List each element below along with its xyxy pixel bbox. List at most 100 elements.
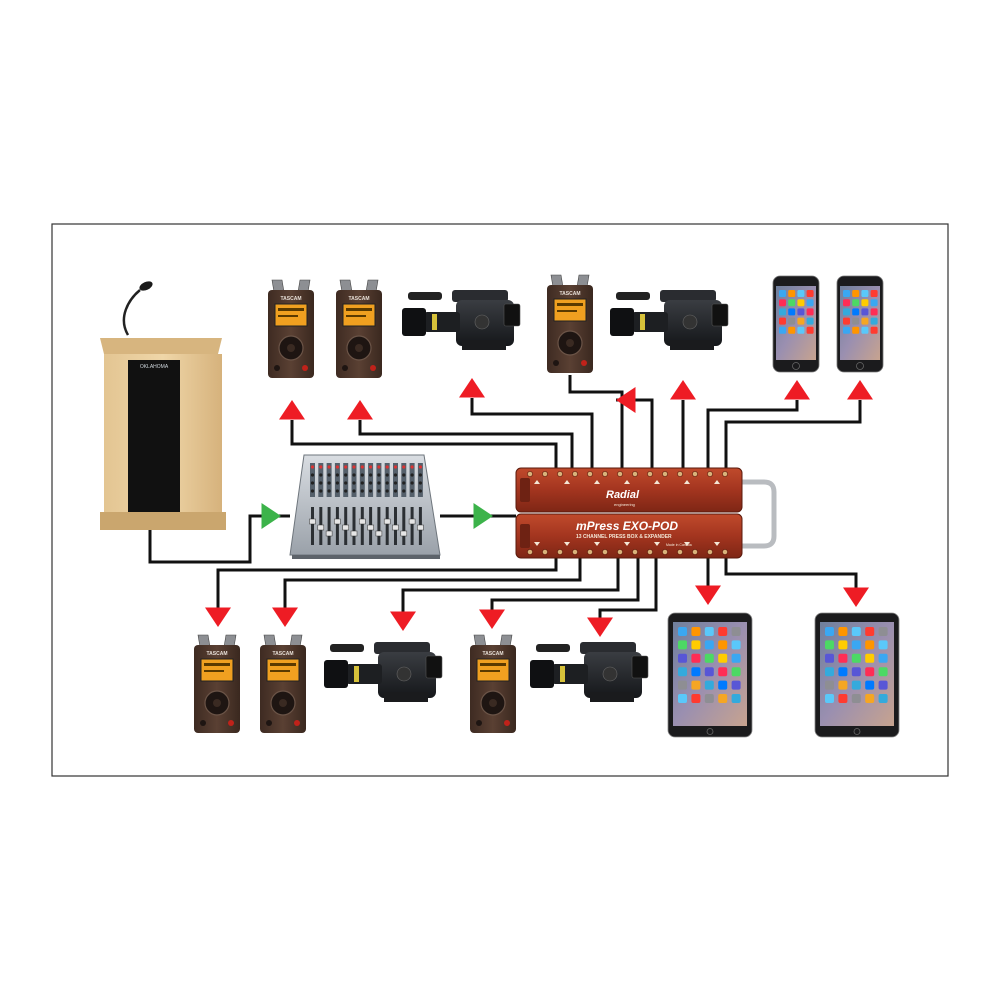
pod-xlr-jack [692, 471, 698, 477]
camera-battery [590, 692, 634, 702]
recorder-button [553, 360, 559, 366]
pod-xlr-jack [557, 471, 563, 477]
camera-lens-ring [354, 666, 359, 682]
mixer-knob [377, 481, 381, 485]
mixer-knob-column [326, 463, 332, 497]
camera-lens-barrel [632, 312, 668, 332]
mixer-knob [402, 473, 406, 477]
cable-bottom-camera-2 [598, 558, 658, 618]
mpress-exo-pod: Radial engineering mPress EXO-POD 13 CHA… [515, 467, 777, 559]
recorder-lcd-readout [270, 663, 296, 666]
pod-output-marker [624, 542, 630, 546]
mixer-knob [377, 489, 381, 493]
camera-control-dial [474, 314, 490, 330]
mixer-knob-column [368, 463, 374, 497]
output-arrow-top-recorder-1 [279, 400, 305, 420]
app-icon [718, 680, 728, 690]
top-phone-2 [836, 275, 884, 373]
mixer-fader-cap [359, 518, 366, 525]
mixer-knob [393, 481, 398, 485]
camera-lens-barrel [552, 664, 588, 684]
app-icon [797, 308, 805, 316]
record-button-icon [228, 720, 234, 726]
app-icon [865, 653, 875, 663]
cable-top-phone-2 [724, 400, 862, 472]
record-button-icon [504, 720, 510, 726]
app-icon [678, 680, 687, 690]
app-icon [731, 627, 741, 636]
pod-xlr-jack [662, 549, 668, 555]
recorder-body [470, 645, 516, 733]
app-icon [851, 627, 861, 636]
recorder-body [547, 285, 593, 373]
pod-xlr-jack [662, 471, 668, 477]
app-icon [825, 653, 834, 663]
mixer-knob-column [376, 463, 382, 497]
mixer-fader-track [377, 507, 381, 545]
app-icon [806, 299, 814, 307]
mixer-fader-cap [325, 530, 333, 537]
cable-bottom-tablet-2 [724, 558, 858, 588]
app-icon [806, 290, 814, 297]
recorder-brand-text: TASCAM [559, 291, 580, 297]
mixer-knob [327, 465, 331, 469]
app-icon [779, 308, 786, 316]
app-icon [861, 326, 869, 334]
recorder-lcd-readout [204, 663, 230, 666]
app-icon [788, 317, 796, 325]
bottom-camera-2 [530, 642, 649, 702]
record-button-icon [581, 360, 587, 366]
pod-description-text: 13 CHANNEL PRESS BOX & EXPANDER [576, 534, 672, 540]
mixer-knob-column [417, 463, 423, 497]
pod-output-marker [684, 542, 690, 546]
pod-xlr-jack [677, 549, 683, 555]
input-arrow-lectern [261, 503, 281, 529]
app-icon [878, 627, 888, 636]
app-icon [865, 694, 875, 703]
app-icon [806, 317, 814, 325]
mixer-fader-cap [392, 524, 399, 531]
camera-lens-hood [530, 660, 554, 688]
mixer-knob [319, 465, 323, 469]
app-icon [678, 627, 687, 636]
recorder-button [274, 365, 280, 371]
pod-xlr-jack [602, 471, 608, 477]
top-recorder-3: TASCAM [547, 274, 593, 373]
mixer-knob [352, 481, 356, 485]
mixer-knob [410, 489, 414, 493]
app-icon [704, 653, 714, 663]
app-icon [678, 694, 687, 703]
bottom-recorder-2: TASCAM [260, 634, 306, 733]
app-icon [704, 667, 714, 677]
audio-mixer [289, 454, 441, 559]
output-arrow-bottom-tablet-2 [843, 587, 869, 607]
pod-output-marker [684, 480, 690, 484]
camera-handle [660, 290, 716, 302]
pod-xlr-jack [647, 471, 653, 477]
mixer-knob [385, 473, 389, 477]
cable-top-recorder-2 [358, 420, 574, 472]
mixer-fader-track [385, 507, 389, 545]
pod-output-marker [534, 542, 540, 546]
app-icon [870, 317, 878, 325]
output-arrow-top-recorder-2 [347, 400, 373, 420]
app-icon [788, 326, 796, 334]
mixer-knob [310, 473, 315, 477]
top-camera-2 [610, 290, 729, 350]
mixer-knob [344, 473, 348, 477]
app-icon [878, 680, 888, 690]
output-arrow-top-recorder-3 [616, 387, 636, 413]
pod-xlr-jack [632, 471, 638, 477]
app-icon [788, 290, 796, 297]
pod-output-marker [564, 480, 570, 484]
mixer-fader-cap [417, 524, 424, 531]
recorder-body [336, 290, 382, 378]
recorder-lcd-readout [278, 308, 304, 311]
camera-control-dial [396, 666, 412, 682]
microphone-icon [139, 281, 153, 291]
mixer-fader-track [352, 507, 356, 545]
output-arrow-top-phone-2 [847, 380, 873, 400]
mixer-knob [360, 465, 364, 469]
mixer-knob [385, 481, 389, 485]
app-icon [731, 680, 741, 690]
